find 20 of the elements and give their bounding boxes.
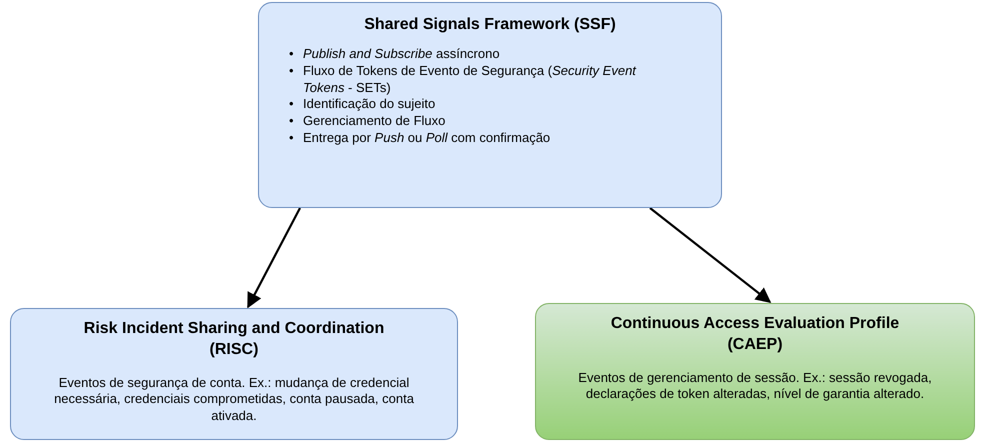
bullet-mark: • bbox=[289, 96, 294, 114]
process-box bbox=[10, 308, 458, 440]
bullet-text: Publish and Subscribe assíncrono bbox=[303, 46, 500, 61]
bullet-mark: • bbox=[289, 113, 294, 130]
box-description: Eventos de segurança de conta. Ex.: mudança de credencial necessária, credenciais comprometidas, conta pausada, conta ativada. bbox=[53, 374, 415, 426]
arrow bbox=[649, 207, 772, 303]
bullet-mark: • bbox=[289, 130, 294, 148]
arrow bbox=[247, 207, 301, 308]
bullet-text: Identificação do sujeito bbox=[303, 96, 436, 112]
bullet-text: Gerenciamento de Fluxo bbox=[303, 113, 446, 128]
box-title: Continuous Access Evaluation Profile (CAEP) bbox=[610, 314, 900, 355]
bullet-mark: • bbox=[289, 62, 294, 80]
box-title: Shared Signals Framework (SSF) bbox=[363, 15, 617, 35]
box-description: Eventos de gerenciamento de sessão. Ex.: sessão revogada, declarações de token alteradas, nível de garantia alterado. bbox=[577, 370, 933, 404]
bullet-mark: • bbox=[289, 46, 294, 63]
bullet-text: Entrega por Push ou Poll com confirmação bbox=[303, 130, 550, 146]
process-box bbox=[258, 2, 722, 208]
highlighted-box bbox=[535, 303, 975, 440]
box-title: Risk Incident Sharing and Coordination (RISC) bbox=[82, 319, 386, 360]
bullet-text: Fluxo de Tokens de Evento de Segurança (Security Event Tokens - SETs) bbox=[303, 62, 636, 95]
